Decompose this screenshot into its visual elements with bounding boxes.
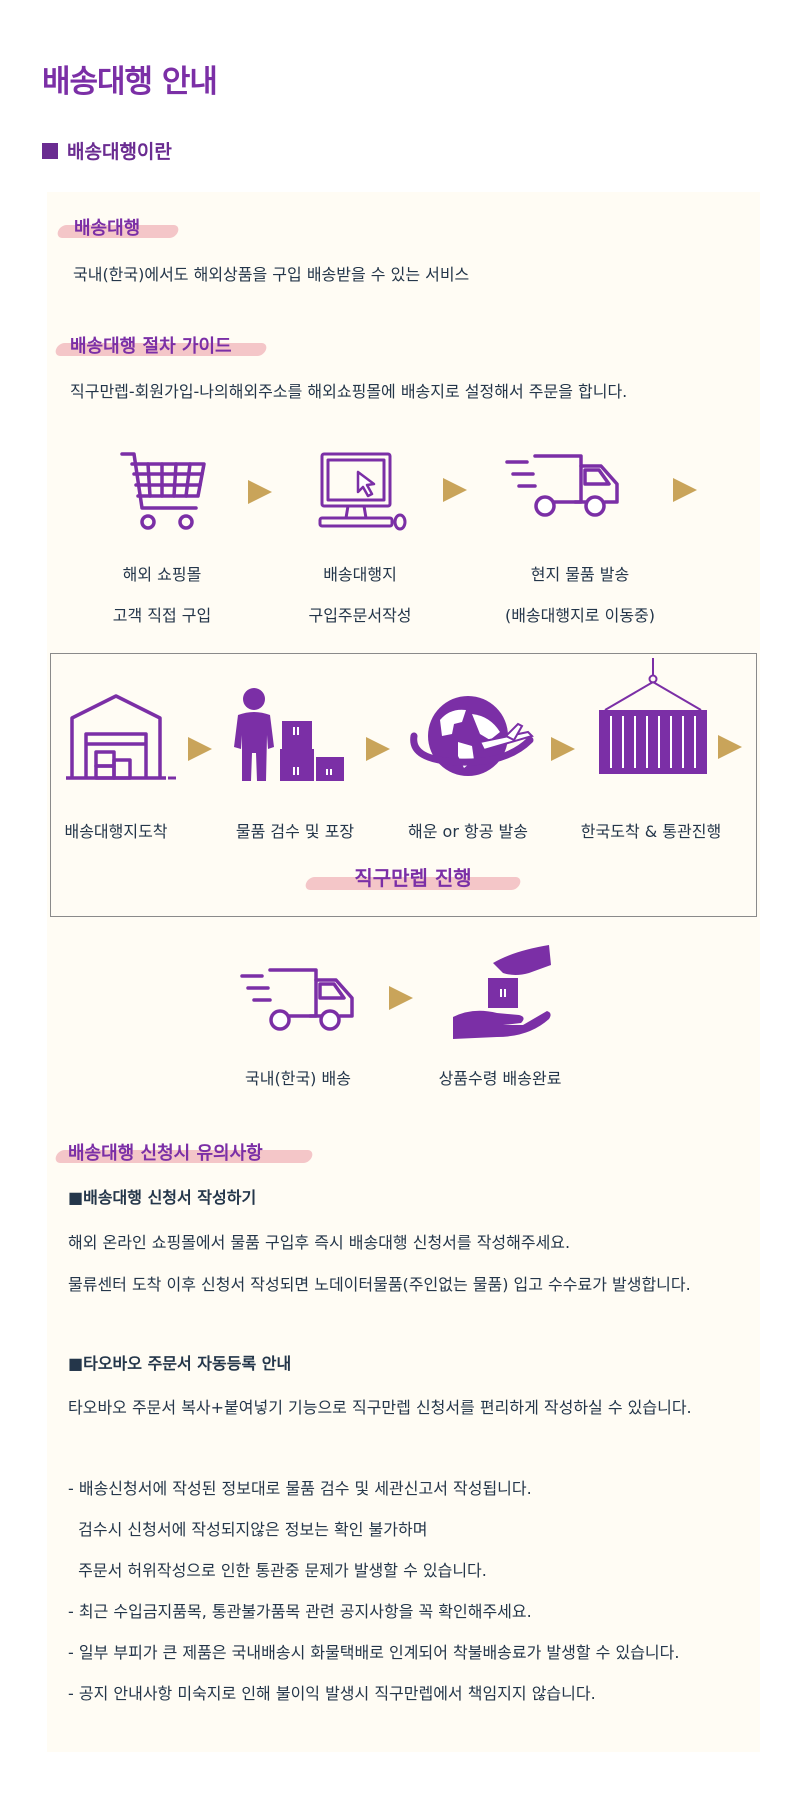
- step-label: 물품 검수 및 포장: [235, 822, 355, 841]
- notice-bullet: 검수시 신청서에 작성되지않은 정보는 확인 불가하며: [68, 1520, 428, 1539]
- notice-heading: 배송대행 신청시 유의사항: [68, 1143, 263, 1164]
- notice-bullet: 주문서 허위작성으로 인한 통관중 문제가 발생할 수 있습니다.: [68, 1561, 487, 1580]
- intro-text: 국내(한국)에서도 해외상품을 구입 배송받을 수 있는 서비스: [73, 265, 470, 284]
- page-title: 배송대행 안내: [42, 64, 218, 100]
- arrow-icon: [673, 478, 697, 502]
- step-label: 배송대행지: [323, 565, 397, 584]
- step-label: 한국도착 & 통관진행: [580, 822, 722, 841]
- notice-line: 타오바오 주문서 복사+붙여넣기 기능으로 직구만렙 신청서를 편리하게 작성하…: [68, 1398, 692, 1417]
- arrow-icon: [443, 478, 467, 502]
- notice-bullet: - 최근 수입금지품목, 통관불가품목 관련 공지사항을 꼭 확인해주세요.: [68, 1602, 532, 1621]
- intro-heading: 배송대행: [74, 218, 141, 239]
- notice-bullet: - 공지 안내사항 미숙지로 인해 불이익 발생시 직구만렙에서 책임지지 않습…: [68, 1684, 596, 1703]
- step-label: 국내(한국) 배송: [245, 1069, 351, 1088]
- step-label: 배송대행지도착: [64, 822, 168, 841]
- section-heading: 배송대행이란: [42, 137, 172, 164]
- shipping-container-icon: [599, 658, 707, 774]
- globe-plane-icon: [410, 696, 534, 776]
- section-heading-text: 배송대행이란: [67, 141, 172, 163]
- arrow-icon: [718, 735, 742, 759]
- arrow-icon: [366, 737, 390, 761]
- warehouse-icon: [66, 694, 176, 780]
- arrow-icon: [551, 737, 575, 761]
- step-label: (배송대행지로 이동중): [504, 606, 656, 625]
- arrow-icon: [188, 737, 212, 761]
- step-label: 고객 직접 구입: [112, 606, 212, 625]
- guide-heading: 배송대행 절차 가이드: [70, 336, 232, 357]
- step-label: 현지 물품 발송: [530, 565, 630, 584]
- delivery-truck-icon: [240, 968, 354, 1031]
- step-label: 구입주문서작성: [308, 606, 412, 625]
- notice-line: 해외 온라인 쇼핑몰에서 물품 구입후 즉시 배송대행 신청서를 작성해주세요.: [68, 1233, 571, 1252]
- square-bullet-icon: [42, 142, 58, 159]
- notice-bullet: - 배송신청서에 작성된 정보대로 물품 검수 및 세관신고서 작성됩니다.: [68, 1479, 532, 1498]
- delivery-truck-icon: [505, 454, 619, 517]
- guide-text: 직구만렙-회원가입-나의해외주소를 해외쇼핑몰에 배송지로 설정해서 주문을 합…: [70, 382, 628, 401]
- computer-icon: [318, 452, 407, 531]
- shopping-cart-icon: [120, 452, 206, 530]
- step-label: 상품수령 배송완료: [438, 1069, 562, 1088]
- step-label: 해외 쇼핑몰: [122, 565, 202, 584]
- arrow-icon: [389, 986, 413, 1010]
- box-caption: 직구만렙 진행: [354, 866, 472, 890]
- process-box: [50, 653, 757, 917]
- arrow-icon: [248, 480, 272, 504]
- content-panel: [47, 192, 760, 1752]
- notice-subheading: ■배송대행 신청서 작성하기: [68, 1188, 257, 1207]
- notice-subheading: ■타오바오 주문서 자동등록 안내: [68, 1354, 292, 1373]
- package-hands-icon: [453, 945, 551, 1039]
- worker-boxes-icon: [234, 688, 344, 781]
- notice-bullet: - 일부 부피가 큰 제품은 국내배송시 화물택배로 인계되어 착불배송료가 발…: [68, 1643, 680, 1662]
- step-label: 해운 or 항공 발송: [408, 822, 528, 841]
- notice-line: 물류센터 도착 이후 신청서 작성되면 노데이터물품(주인없는 물품) 입고 수…: [68, 1275, 691, 1294]
